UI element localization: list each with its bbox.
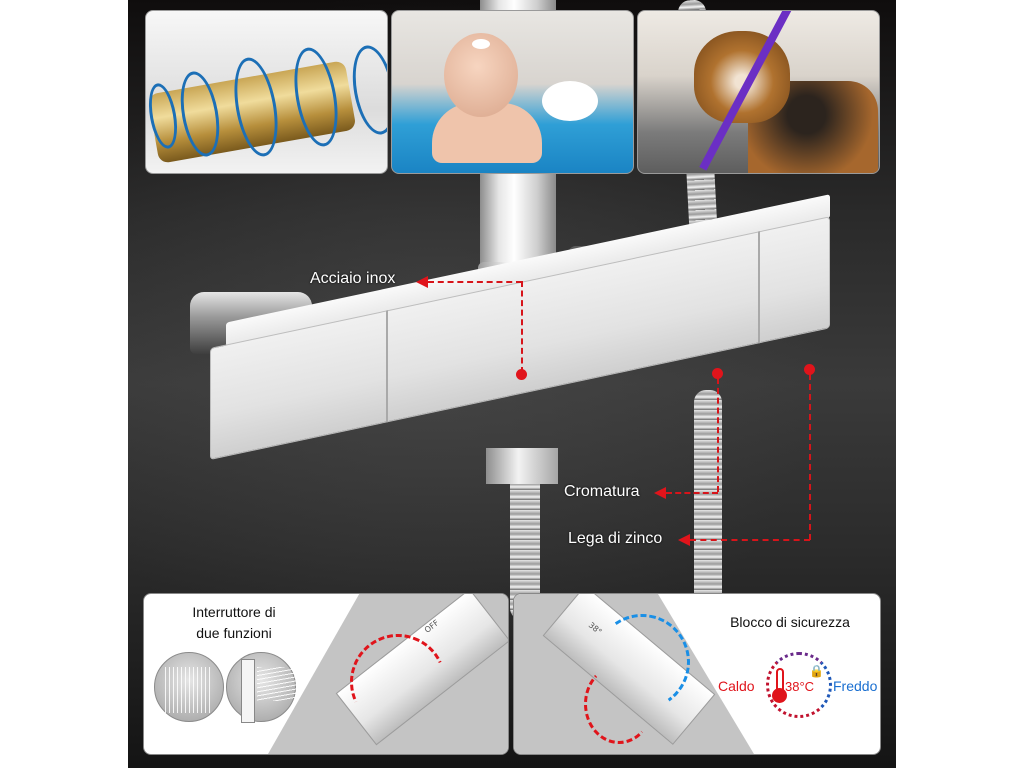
dog-head — [694, 31, 790, 123]
callout-line — [690, 539, 810, 541]
callout-acciaio-inox: Acciaio inox — [310, 270, 396, 287]
dog-bath-card — [637, 10, 880, 174]
card-title: Blocco di sicurezza — [730, 614, 850, 630]
two-function-switch-card: Interruttore di due funzioni OFF — [143, 593, 509, 755]
arrow-left-icon — [678, 534, 690, 546]
card-title: Interruttore di due funzioni — [154, 602, 314, 644]
callout-dot — [804, 364, 815, 375]
rotate-arrow-hot-icon — [584, 664, 654, 744]
cold-label: Freddo — [833, 678, 878, 694]
hand-shower-shape — [241, 659, 255, 723]
temperature-value: 38°C — [785, 679, 815, 694]
callout-cromatura: Cromatura — [564, 483, 640, 500]
safety-dial-ring — [766, 652, 832, 718]
spray-pattern — [257, 667, 297, 701]
callout-line — [521, 281, 523, 373]
callout-dot — [516, 369, 527, 380]
thermometer-bulb — [772, 688, 787, 703]
callout-lega-di-zinco: Lega di zinco — [568, 530, 663, 547]
arrow-left-icon — [654, 487, 666, 499]
callout-line — [717, 378, 719, 492]
lower-outlet-nut — [486, 448, 558, 484]
safety-lock-card: 38° Blocco di sicurezza 38°C 🔒 Caldo Fre… — [513, 593, 881, 755]
callout-line — [809, 374, 811, 540]
callout-line — [666, 492, 718, 494]
hand-shower-icon — [226, 652, 297, 723]
soap-foam — [542, 81, 598, 121]
rain-shower-head-icon — [154, 652, 224, 722]
lock-icon: 🔒 — [809, 664, 824, 678]
rain-pattern — [165, 667, 213, 713]
callout-dot — [712, 368, 723, 379]
title-line-2: due funzioni — [196, 625, 272, 641]
mixer-segment-line — [386, 310, 388, 423]
hot-label: Caldo — [718, 678, 755, 694]
mixer-front-face — [210, 216, 830, 460]
cartridge-closeup-card — [145, 10, 388, 174]
arrow-left-icon — [416, 276, 428, 288]
baby-bath-card — [391, 10, 634, 174]
soap-foam — [472, 39, 490, 49]
mixer-segment-line — [758, 231, 760, 344]
title-line-1: Interruttore di — [192, 604, 276, 620]
callout-line — [428, 281, 522, 283]
